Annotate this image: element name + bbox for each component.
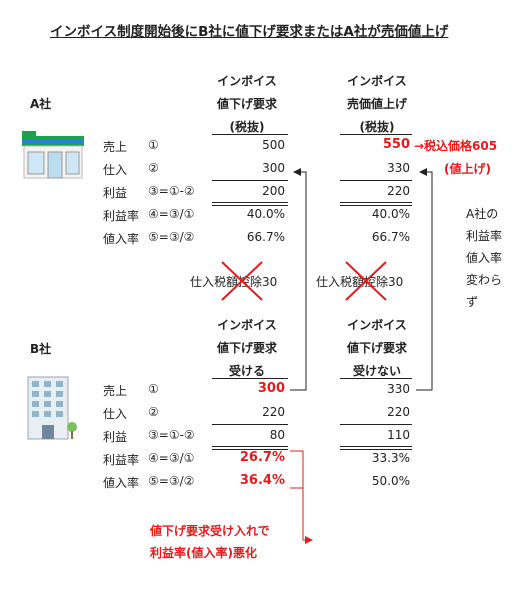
b-row-purchase-label: 仕入 bbox=[103, 407, 128, 421]
b-col1-sub-rule bbox=[212, 424, 288, 425]
b-row-sales-v2: 330 bbox=[387, 382, 410, 396]
a-row-purchase-label: 仕入 bbox=[103, 163, 128, 177]
a-row-profit-v1: 200 bbox=[262, 184, 285, 198]
a-side-note-2: 利益率 bbox=[466, 229, 503, 243]
b-row-sales-v1: 300 bbox=[257, 381, 285, 396]
a-col1-header-3: (税抜) bbox=[229, 120, 265, 134]
a-row-margin-v1: 40.0% bbox=[246, 207, 285, 221]
company-a-name: A社 bbox=[30, 97, 52, 111]
b-row-purchase-v2: 220 bbox=[387, 405, 410, 419]
a-col2-sub-rule bbox=[340, 180, 412, 181]
b-row-sales-label: 売上 bbox=[103, 384, 128, 398]
b-row-profit-label: 利益 bbox=[103, 430, 128, 444]
b-col1-header-2: 値下げ要求 bbox=[216, 341, 277, 355]
b-row-markup-label: 値入率 bbox=[103, 476, 140, 490]
a-col1-total-rule bbox=[212, 202, 288, 206]
a-row-markup-formula: ⑤=③/② bbox=[148, 230, 195, 244]
a-col2-header-2: 売価値上げ bbox=[346, 97, 407, 111]
a-row-margin-v2: 40.0% bbox=[371, 207, 410, 221]
b-row-purchase-formula: ② bbox=[148, 405, 159, 419]
red-bracket bbox=[290, 450, 312, 540]
a-col1-sub-rule bbox=[212, 180, 288, 181]
deduction-label-2: 仕入税額控除30 bbox=[316, 275, 404, 289]
b-row-margin-formula: ④=③/① bbox=[148, 451, 195, 465]
b-row-markup-v1: 36.4% bbox=[239, 473, 285, 488]
b-row-markup-formula: ⑤=③/② bbox=[148, 474, 195, 488]
b-bottom-note-2: 利益率(値入率)悪化 bbox=[150, 546, 257, 560]
b-col1-total-rule bbox=[212, 446, 288, 450]
b-col1-header-1: インボイス bbox=[217, 318, 277, 332]
a-row-sales-v2: 550 bbox=[382, 137, 410, 152]
a-price-note: →税込価格605 bbox=[414, 139, 498, 153]
a-side-note-3: 値入率 bbox=[466, 251, 503, 265]
a-row-profit-v2: 220 bbox=[387, 184, 410, 198]
b-col1-top-rule bbox=[212, 378, 288, 379]
a-row-margin-formula: ④=③/① bbox=[148, 207, 195, 221]
a-row-markup-v2: 66.7% bbox=[371, 230, 410, 244]
cross-icon-1 bbox=[221, 261, 263, 301]
a-side-note-5: ず bbox=[466, 295, 479, 309]
a-price-note-2: (値上げ) bbox=[444, 162, 491, 176]
b-col2-top-rule bbox=[340, 378, 412, 379]
a-col1-header-2: 値下げ要求 bbox=[216, 97, 277, 111]
a-row-profit-label: 利益 bbox=[103, 186, 128, 200]
b-col2-header-1: インボイス bbox=[347, 318, 407, 332]
deduction-label-1: 仕入税額控除30 bbox=[190, 275, 278, 289]
a-row-profit-formula: ③=①-② bbox=[148, 184, 195, 198]
a-row-margin-label: 利益率 bbox=[103, 209, 140, 223]
b-col2-total-rule bbox=[340, 446, 412, 450]
convenience-store-icon bbox=[20, 130, 86, 180]
b-row-profit-formula: ③=①-② bbox=[148, 428, 195, 442]
b-col2-header-3: 受けない bbox=[352, 364, 401, 378]
cross-icon-2 bbox=[345, 261, 387, 301]
b-row-margin-label: 利益率 bbox=[103, 453, 140, 467]
company-b-name: B社 bbox=[30, 342, 52, 356]
a-col1-header-1: インボイス bbox=[217, 74, 277, 88]
a-side-note-4: 変わら bbox=[466, 273, 503, 287]
a-col2-header-3: (税抜) bbox=[359, 120, 395, 134]
b-col1-header-3: 受ける bbox=[228, 364, 265, 378]
page-title: インボイス制度開始後にB社に値下げ要求またはA社が売価値上げ bbox=[50, 24, 449, 40]
a-row-purchase-formula: ② bbox=[148, 161, 159, 175]
a-col2-header-1: インボイス bbox=[347, 74, 407, 88]
b-row-markup-v2: 50.0% bbox=[371, 474, 410, 488]
b-row-margin-v2: 33.3% bbox=[371, 451, 410, 465]
b-col2-sub-rule bbox=[340, 424, 412, 425]
b-col2-header-2: 値下げ要求 bbox=[346, 341, 407, 355]
a-row-purchase-v1: 300 bbox=[262, 161, 285, 175]
a-row-sales-label: 売上 bbox=[103, 140, 128, 154]
b-row-purchase-v1: 220 bbox=[262, 405, 285, 419]
a-row-markup-label: 値入率 bbox=[103, 232, 140, 246]
a-row-markup-v1: 66.7% bbox=[246, 230, 285, 244]
b-bottom-note-1: 値下げ要求受け入れで bbox=[150, 524, 270, 538]
a-col2-top-rule bbox=[340, 134, 412, 135]
arrow-b-to-a-col1 bbox=[290, 168, 307, 391]
a-col1-top-rule bbox=[212, 134, 288, 135]
b-row-margin-v1: 26.7% bbox=[239, 450, 285, 465]
a-row-sales-formula: ① bbox=[148, 138, 159, 152]
a-row-purchase-v2: 330 bbox=[387, 161, 410, 175]
office-building-icon bbox=[22, 375, 78, 441]
b-row-sales-formula: ① bbox=[148, 382, 159, 396]
b-row-profit-v2: 110 bbox=[387, 428, 410, 442]
a-row-sales-v1: 500 bbox=[262, 138, 285, 152]
b-row-profit-v1: 80 bbox=[269, 428, 285, 442]
a-col2-total-rule bbox=[340, 202, 412, 206]
a-side-note-1: A社の bbox=[466, 207, 499, 221]
arrow-b-to-a-col2 bbox=[416, 168, 433, 391]
